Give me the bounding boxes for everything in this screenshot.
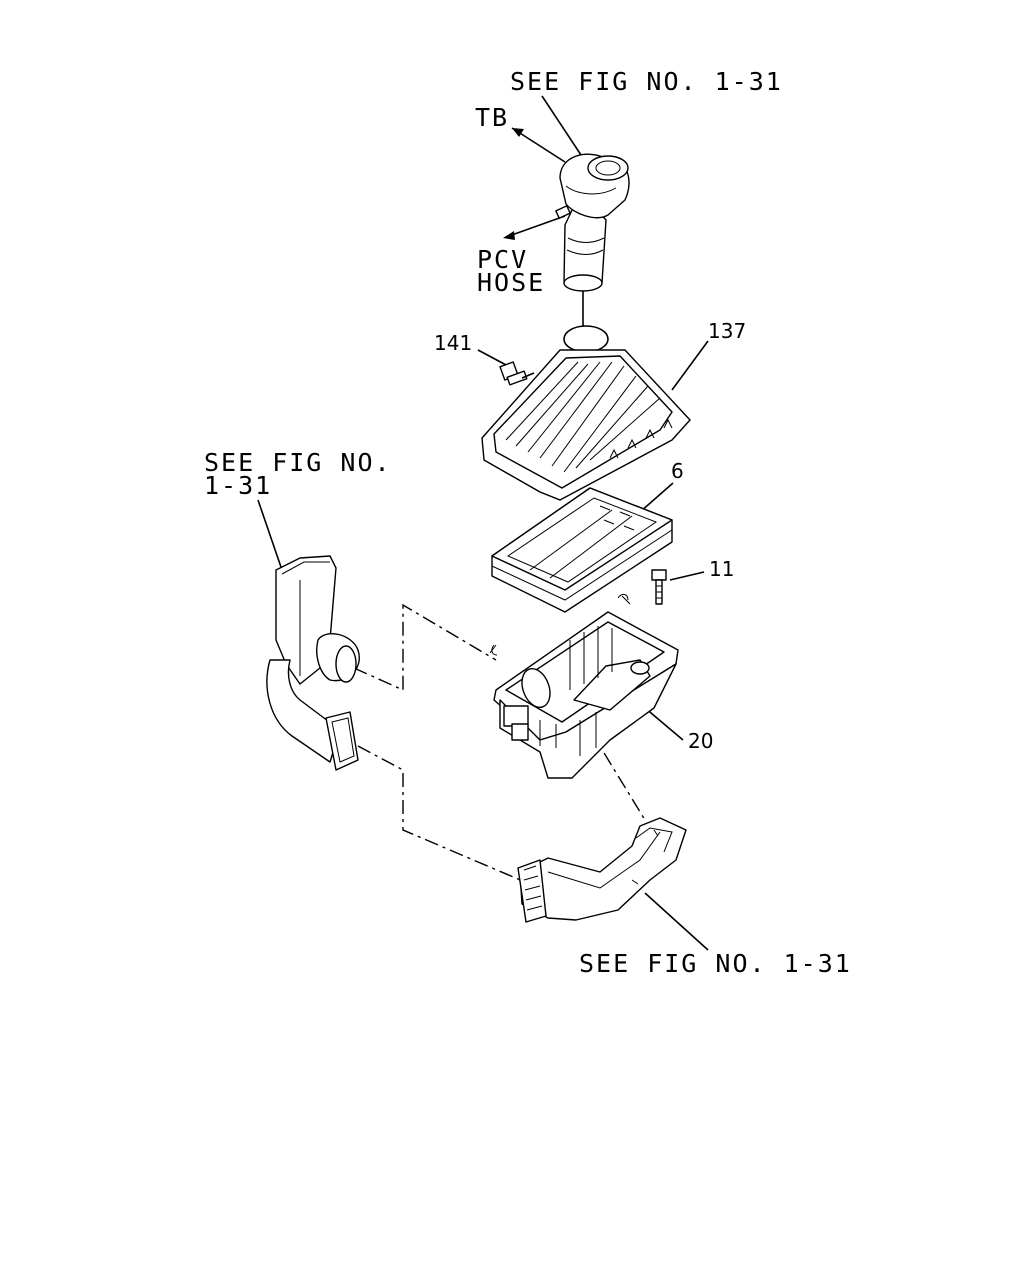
bottom-intake-duct — [517, 817, 687, 923]
see-fig-left-label-line2: 1-31 — [204, 471, 272, 500]
filter-element — [491, 487, 673, 613]
leader-lines — [257, 95, 709, 951]
bolt-11 — [651, 569, 667, 605]
part-number-11: 11 — [709, 557, 734, 581]
see-fig-top-label: SEE FIG NO. 1-31 — [510, 67, 783, 96]
left-intake-duct — [266, 555, 360, 771]
hose-label: HOSE — [477, 268, 545, 297]
pcv-label: PCV — [477, 245, 528, 274]
tb-label: TB — [475, 103, 509, 132]
part-number-141: 141 — [434, 331, 472, 355]
see-fig-left-label-line1: SEE FIG NO. — [204, 448, 392, 477]
o-ring — [563, 325, 609, 353]
assembly-lines — [353, 603, 646, 883]
part-number-20: 20 — [688, 729, 713, 753]
part-number-137: 137 — [708, 319, 746, 343]
air-cleaner-cover — [481, 349, 691, 501]
part-number-6: 6 — [671, 459, 684, 483]
air-cleaner-case — [489, 593, 679, 779]
intake-hose — [555, 153, 630, 326]
see-fig-bottom-label: SEE FIG NO. 1-31 — [579, 949, 852, 978]
bolt-141 — [499, 361, 535, 386]
